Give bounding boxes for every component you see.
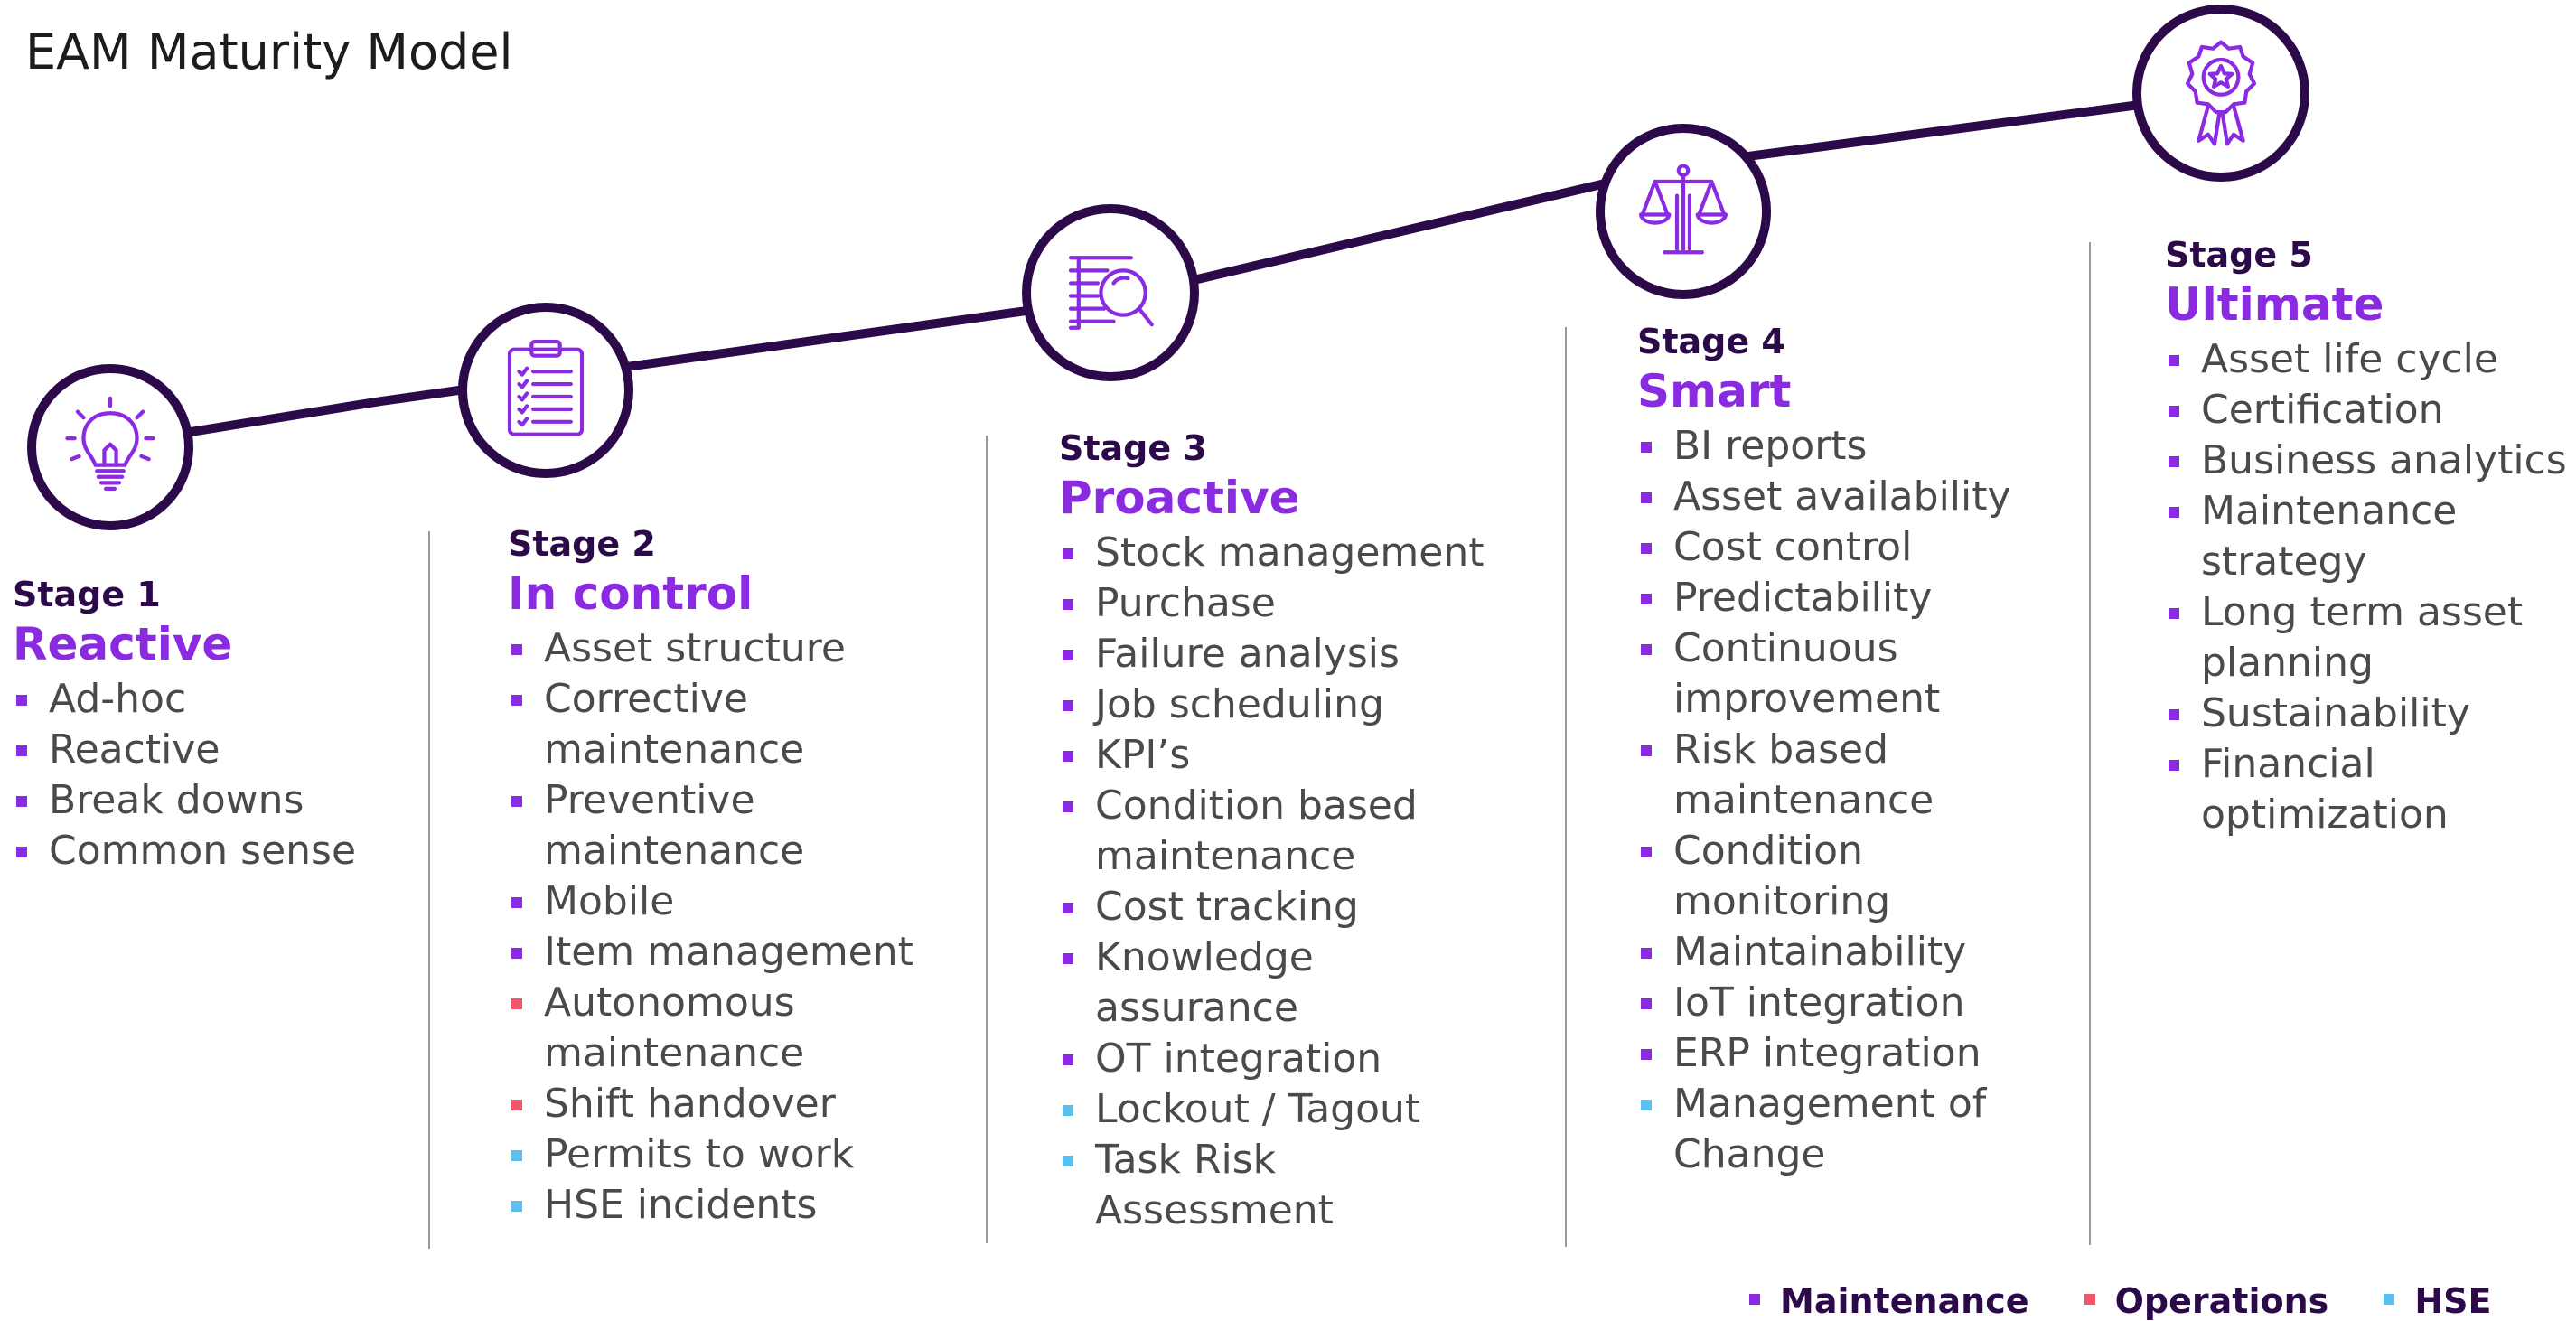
stage-item: Shift handover xyxy=(508,1079,913,1129)
stage-number: Stage 5 xyxy=(2165,235,2313,275)
stage-item: Preventive maintenance xyxy=(508,775,913,876)
stage-item: Failure analysis xyxy=(1059,629,1485,679)
stage-divider xyxy=(986,436,988,1243)
legend-item-operations: Operations xyxy=(2079,1281,2328,1321)
stage-item: Asset life cycle xyxy=(2165,334,2567,385)
stage-item: Asset structure xyxy=(508,623,913,674)
balance-scale-icon xyxy=(1596,124,1771,299)
stage-item: Condition based maintenance xyxy=(1059,781,1485,882)
stage-item: Item management xyxy=(508,927,913,978)
stage-number: Stage 4 xyxy=(1637,322,1785,361)
stage-item: Management of Change xyxy=(1637,1079,2011,1180)
stage-item: BI reports xyxy=(1637,421,2011,472)
page-title: EAM Maturity Model xyxy=(25,23,513,80)
stage-item: OT integration xyxy=(1059,1034,1485,1084)
stage-item: Cost tracking xyxy=(1059,882,1485,932)
stage-item: Risk based maintenance xyxy=(1637,725,2011,826)
stage-item: Cost control xyxy=(1637,522,2011,573)
stage-item: Corrective maintenance xyxy=(508,674,913,775)
stage-item: Mobile xyxy=(508,876,913,927)
stage-item: Business analytics xyxy=(2165,436,2567,486)
stage-item: Break downs xyxy=(13,775,356,826)
stage-item: Ad-hoc xyxy=(13,674,356,725)
legend-item-hse: HSE xyxy=(2378,1281,2492,1321)
stage-item: Condition monitoring xyxy=(1637,826,2011,927)
clipboard-checklist-icon xyxy=(458,303,633,478)
stage-item: Autonomous maintenance xyxy=(508,978,913,1079)
stage-item: Permits to work xyxy=(508,1129,913,1180)
lightbulb-icon xyxy=(27,364,193,530)
stage-divider xyxy=(2089,242,2091,1245)
stage-item: Stock management xyxy=(1059,528,1485,578)
stage-divider xyxy=(1565,327,1567,1247)
stage-item: ERP integration xyxy=(1637,1028,2011,1079)
stage-item: Sustainability xyxy=(2165,689,2567,739)
document-magnifier-icon xyxy=(1022,204,1199,381)
legend-item-maintenance: Maintenance xyxy=(1744,1281,2029,1321)
stage-item: Asset availability xyxy=(1637,472,2011,522)
stage-item: KPI’s xyxy=(1059,730,1485,781)
stage-item: Predictability xyxy=(1637,573,2011,623)
stage-item: IoT integration xyxy=(1637,978,2011,1028)
stage-item: Maintainability xyxy=(1637,927,2011,978)
stage-number: Stage 3 xyxy=(1059,428,1207,468)
stage-item: Job scheduling xyxy=(1059,679,1485,730)
stage-item: Continuous improvement xyxy=(1637,623,2011,725)
stage-name: Ultimate xyxy=(2165,278,2384,331)
stage-item: Lockout / Tagout xyxy=(1059,1084,1485,1135)
stage-item: Knowledge assurance xyxy=(1059,932,1485,1034)
stage-item: Reactive xyxy=(13,725,356,775)
stage-item: Task Risk Assessment xyxy=(1059,1135,1485,1236)
stage-item: Purchase xyxy=(1059,578,1485,629)
stage-item: Maintenance strategy xyxy=(2165,486,2567,587)
stage-item: Certification xyxy=(2165,385,2567,436)
stage-name: Smart xyxy=(1637,365,1792,417)
stage-number: Stage 2 xyxy=(508,524,656,564)
stage-item: Financial optimization xyxy=(2165,739,2567,840)
stage-item: Long term asset planning xyxy=(2165,587,2567,689)
stage-item: HSE incidents xyxy=(508,1180,913,1231)
stage-number: Stage 1 xyxy=(13,575,161,614)
stage-divider xyxy=(428,531,430,1249)
stage-item: Common sense xyxy=(13,826,356,876)
stage-name: Proactive xyxy=(1059,472,1300,524)
stage-name: Reactive xyxy=(13,618,233,670)
legend: Maintenance Operations HSE xyxy=(1744,1281,2492,1321)
stage-name: In control xyxy=(508,567,754,620)
award-badge-icon xyxy=(2132,5,2309,182)
